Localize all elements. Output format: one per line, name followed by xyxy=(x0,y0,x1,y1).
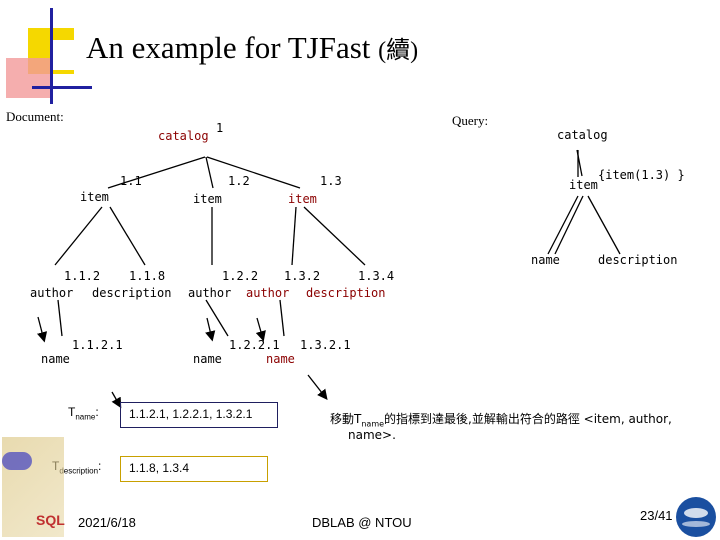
doc-node-112-label: author xyxy=(30,286,74,300)
note-line-2: name>. xyxy=(348,428,396,442)
doc-node-1221-id: 1.2.2.1 xyxy=(229,338,280,352)
doc-node-132-id: 1.3.2 xyxy=(284,269,321,283)
doc-node-118-label: description xyxy=(92,286,172,300)
doc-item-1-id: 1.1 xyxy=(120,174,142,188)
doc-node-1121-id: 1.1.2.1 xyxy=(72,338,123,352)
query-child-name: name xyxy=(531,253,560,267)
slide-title-text: An example for TJFast xyxy=(86,30,371,65)
footer-center: DBLAB @ NTOU xyxy=(312,515,412,530)
doc-node-1321-label: name xyxy=(266,352,295,366)
doc-node-1121-label: name xyxy=(41,352,70,366)
note-line-1: 移動Tname的指標到達最後,並解輸出符合的路徑 <item, author, xyxy=(330,412,672,429)
doc-item-3-id: 1.3 xyxy=(320,174,342,188)
doc-node-118-id: 1.1.8 xyxy=(129,269,166,283)
doc-root-label: catalog xyxy=(158,129,209,143)
doc-node-134-id: 1.3.4 xyxy=(358,269,395,283)
doc-item-3-label: item xyxy=(288,192,317,206)
footer-page-number: 23/41 xyxy=(640,508,673,523)
query-child-description: description xyxy=(598,253,678,267)
doc-node-1221-label: name xyxy=(193,352,222,366)
doc-node-122-id: 1.2.2 xyxy=(222,269,259,283)
stream-name-box: 1.1.2.1, 1.2.2.1, 1.3.2.1 xyxy=(120,402,278,428)
doc-node-134-label: description xyxy=(306,286,386,300)
doc-node-122-label: author xyxy=(188,286,232,300)
query-label: Query: xyxy=(452,113,489,128)
doc-node-132-label: author xyxy=(246,286,290,300)
stream-description-value: 1.1.8, 1.3.4 xyxy=(129,461,190,475)
stream-name-value: 1.1.2.1, 1.2.2.1, 1.3.2.1 xyxy=(129,407,253,421)
doc-item-2-label: item xyxy=(193,192,222,206)
stream-name-label: Tname: xyxy=(68,405,99,422)
document-label: Document: xyxy=(6,109,64,124)
query-item-annotation: {item(1.3) } xyxy=(598,168,685,182)
stream-description-box: 1.1.8, 1.3.4 xyxy=(120,456,268,482)
query-root-label: catalog xyxy=(557,128,608,142)
doc-root-id: 1 xyxy=(216,121,224,135)
footer-date: 2021/6/18 xyxy=(78,515,136,530)
query-item-label: item xyxy=(569,178,598,192)
doc-node-112-id: 1.1.2 xyxy=(64,269,101,283)
slide-title: An example for TJFast (續) xyxy=(86,30,418,66)
logo-sql-text: SQL xyxy=(36,512,65,528)
doc-item-1-label: item xyxy=(80,190,109,204)
doc-node-1321-id: 1.3.2.1 xyxy=(300,338,351,352)
doc-item-2-id: 1.2 xyxy=(228,174,250,188)
slide-title-suffix: (續) xyxy=(378,38,419,64)
